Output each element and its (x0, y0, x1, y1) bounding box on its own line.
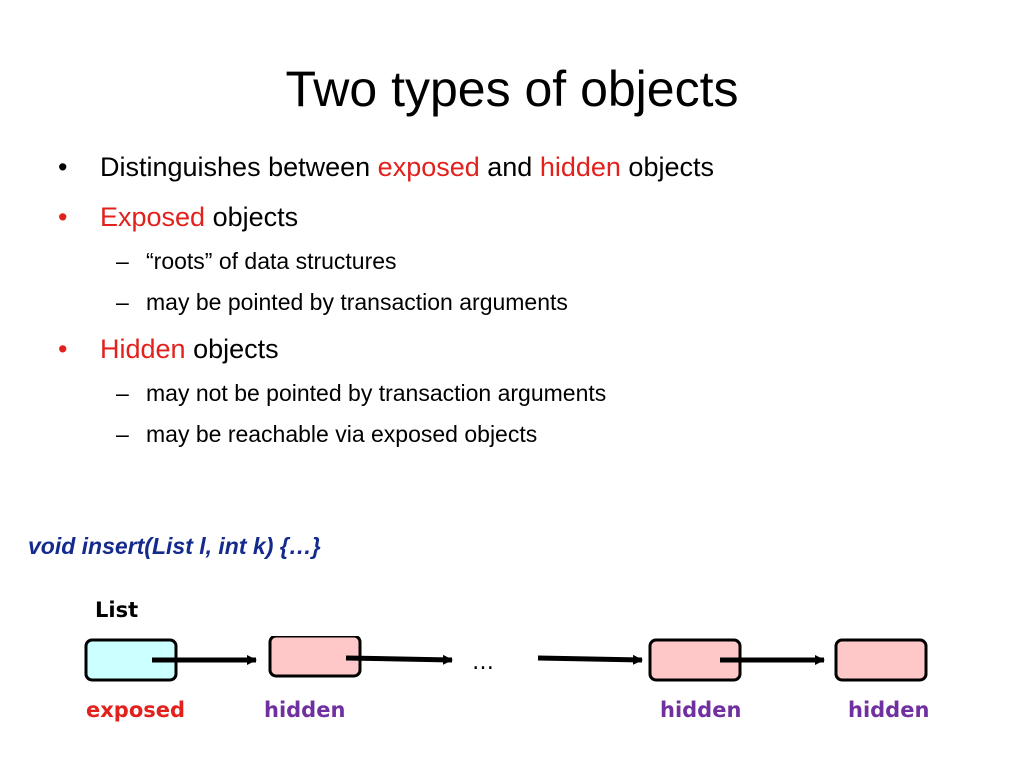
emphasis-exposed-heading: Exposed (100, 202, 206, 232)
bullet-text-part: objects (205, 202, 299, 232)
sub-bullet-pointed: – may be pointed by transaction argument… (58, 287, 998, 317)
bullet-glyph: • (58, 334, 68, 364)
sub-bullet-reachable: – may be reachable via exposed objects (58, 419, 998, 449)
sub-bullet-text: may be reachable via exposed objects (146, 421, 538, 447)
sub-bullet-text: “roots” of data structures (146, 248, 397, 274)
sub-bullet-text: may not be pointed by transaction argume… (146, 380, 607, 406)
node-label-hidden: hidden (660, 698, 742, 722)
slide-title: Two types of objects (285, 61, 739, 117)
bullet-text-part: objects (620, 152, 714, 182)
bullet-exposed-objects: • Exposed objects (58, 200, 998, 234)
ellipsis: … (472, 650, 494, 675)
emphasis-hidden-heading: Hidden (100, 334, 186, 364)
sub-bullet-roots: – “roots” of data structures (58, 246, 998, 276)
next-pointer-arrow (345, 654, 453, 665)
dash-glyph: – (116, 380, 129, 406)
bullet-hidden-objects: • Hidden objects (58, 332, 998, 366)
node-label-exposed: exposed (86, 698, 186, 722)
bullet-distinguishes: • Distinguishes between exposed and hidd… (58, 150, 998, 184)
code-signature: void insert(List l, int k) {…} (28, 533, 321, 559)
sub-bullet-text: may be pointed by transaction arguments (146, 289, 568, 315)
sub-bullet-not-pointed: – may not be pointed by transaction argu… (58, 378, 998, 408)
bullet-glyph: • (58, 202, 68, 232)
list-label: List (95, 598, 139, 622)
dash-glyph: – (116, 289, 129, 315)
bullet-text-part: and (479, 152, 540, 182)
bullet-text-part: Distinguishes between (100, 152, 378, 182)
list-svg (84, 636, 928, 682)
dash-glyph: – (116, 421, 129, 447)
dash-glyph: – (116, 248, 129, 274)
node-label-hidden: hidden (264, 698, 346, 722)
emphasis-exposed: exposed (377, 152, 480, 182)
bullet-glyph: • (58, 152, 68, 182)
bullet-text-part: objects (185, 334, 279, 364)
node-label-hidden: hidden (848, 698, 930, 722)
bullet-list: • Distinguishes between exposed and hidd… (58, 150, 998, 464)
next-pointer-arrow (537, 654, 643, 665)
hidden-node (834, 638, 928, 682)
emphasis-hidden: hidden (539, 152, 621, 182)
